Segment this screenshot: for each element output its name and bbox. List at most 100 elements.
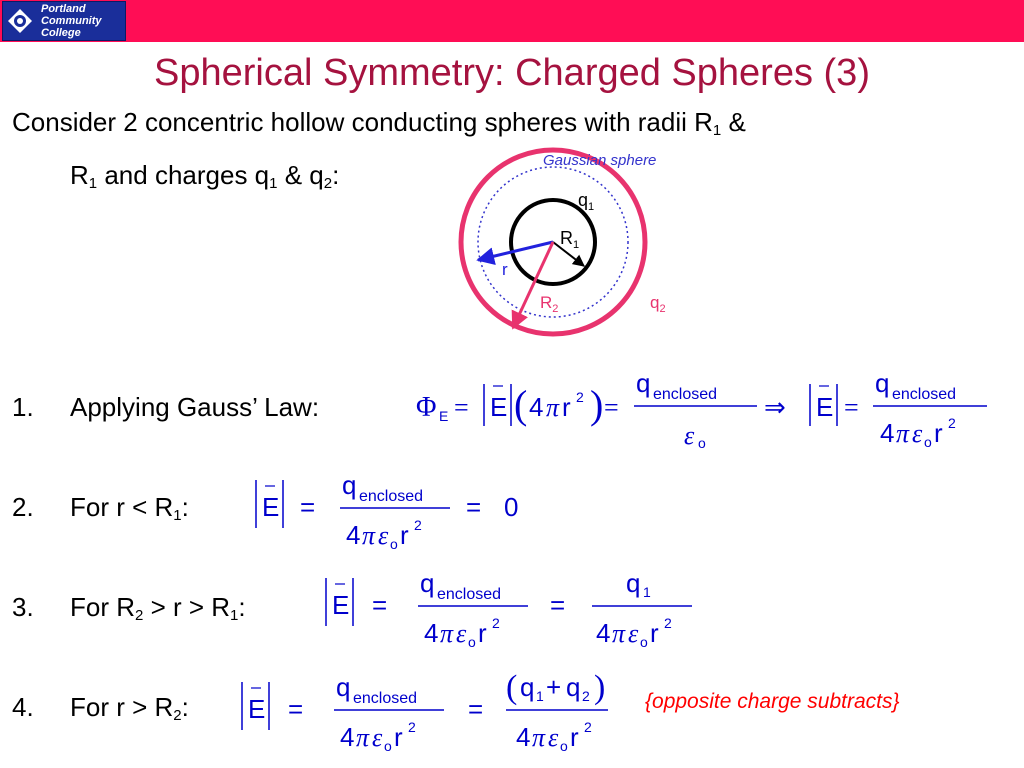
R1-label: R1: [560, 228, 579, 251]
svg-text:enclosed: enclosed: [359, 488, 423, 505]
svg-text:enclosed: enclosed: [353, 690, 417, 707]
svg-text:): ): [590, 382, 603, 427]
svg-text:4: 4: [529, 392, 543, 422]
svg-text:o: o: [468, 634, 476, 650]
svg-text:ε: ε: [628, 619, 639, 648]
q2-label: q2: [650, 293, 666, 315]
equation-outside: E = q enclosed 4 π ε o r 2 = ( q 1 + q 2…: [241, 669, 608, 754]
inner-sphere: [509, 198, 597, 286]
svg-text:q: q: [626, 568, 640, 598]
svg-text:=: =: [372, 590, 387, 620]
svg-text:1: 1: [643, 584, 651, 600]
gaussian-sphere-label: Gaussian sphere: [543, 152, 656, 169]
slide-title: Spherical Symmetry: Charged Spheres (3): [154, 52, 870, 94]
intro-text: Consider 2 concentric hollow conducting …: [12, 107, 746, 192]
college-logo[interactable]: Portland Community College: [2, 1, 126, 41]
svg-text:4: 4: [346, 520, 360, 550]
gaussian-sphere: [477, 166, 629, 318]
svg-text:π: π: [362, 521, 376, 550]
svg-text:E: E: [262, 492, 279, 522]
svg-text:E: E: [332, 590, 349, 620]
svg-text:E: E: [816, 392, 833, 422]
svg-text:r: r: [478, 618, 487, 648]
svg-text:q: q: [566, 672, 580, 702]
svg-text:Φ: Φ: [416, 392, 436, 423]
svg-text:(: (: [506, 669, 517, 706]
svg-text:enclosed: enclosed: [892, 386, 956, 403]
svg-text:4: 4: [880, 418, 894, 448]
svg-text:2: 2: [664, 615, 672, 631]
svg-text:q: q: [342, 470, 356, 500]
item-3: 3.For R2 > r > R1:: [12, 592, 246, 624]
svg-text:4: 4: [340, 722, 354, 752]
equation-between: E = q enclosed 4 π ε o r 2 = q 1 4 π ε o…: [325, 568, 692, 650]
logo-text: Portland Community College: [41, 3, 102, 39]
svg-text:+: +: [546, 672, 561, 702]
svg-text:r: r: [394, 722, 403, 752]
svg-text:=: =: [288, 694, 303, 724]
svg-text:=: =: [468, 694, 483, 724]
svg-text:): ): [594, 669, 605, 706]
svg-text:π: π: [440, 619, 454, 648]
logo-mark-icon: [8, 9, 32, 33]
svg-text:ε: ε: [684, 421, 695, 450]
svg-text:2: 2: [576, 389, 584, 405]
svg-text:1: 1: [536, 688, 544, 704]
svg-text:o: o: [390, 536, 398, 552]
R1-arrow: [552, 241, 585, 267]
svg-text:4: 4: [516, 722, 530, 752]
concentric-spheres-diagram: Gaussian sphere q1 R1 r R2 q2: [458, 147, 666, 337]
svg-text:=: =: [300, 492, 315, 522]
svg-text:r: r: [650, 618, 659, 648]
r-arrow: [476, 240, 554, 265]
opposite-charge-note: {opposite charge subtracts}: [645, 690, 900, 713]
svg-text:r: r: [562, 392, 571, 422]
svg-text:ε: ε: [456, 619, 467, 648]
svg-text:o: o: [560, 738, 568, 754]
svg-text:2: 2: [408, 719, 416, 735]
svg-text:r: r: [934, 418, 943, 448]
svg-text:=: =: [454, 393, 469, 422]
svg-text:0: 0: [504, 492, 518, 522]
svg-text:π: π: [546, 393, 560, 422]
svg-text:2: 2: [584, 719, 592, 735]
svg-text:r: r: [400, 520, 409, 550]
svg-text:ε: ε: [912, 419, 923, 448]
svg-text:E: E: [248, 694, 265, 724]
svg-text:o: o: [384, 738, 392, 754]
svg-text:⇒: ⇒: [764, 393, 786, 422]
svg-text:q: q: [636, 368, 650, 398]
svg-text:E: E: [490, 392, 507, 422]
svg-text:π: π: [356, 723, 370, 752]
svg-text:4: 4: [424, 618, 438, 648]
outer-sphere: [458, 147, 648, 337]
svg-text:=: =: [604, 393, 619, 422]
svg-text:q: q: [420, 568, 434, 598]
svg-text:4: 4: [596, 618, 610, 648]
svg-text:ε: ε: [372, 723, 383, 752]
svg-text:enclosed: enclosed: [653, 386, 717, 403]
r-label: r: [502, 260, 508, 279]
item-2: 2.For r < R1:: [12, 492, 189, 524]
item-4: 4.For r > R2:: [12, 692, 189, 724]
svg-text:=: =: [466, 492, 481, 522]
equation-gauss-law: Φ E = E ( 4 π r 2 ) = q enclosed ε o ⇒ E…: [416, 368, 987, 451]
R2-label: R2: [540, 293, 558, 315]
equation-inside: E = q enclosed 4 π ε o r 2 = 0: [255, 470, 518, 552]
R2-arrow: [511, 241, 555, 330]
svg-text:2: 2: [492, 615, 500, 631]
svg-text:o: o: [924, 434, 932, 450]
header-bar: Portland Community College: [0, 0, 1024, 42]
svg-text:o: o: [698, 435, 706, 451]
svg-text:π: π: [612, 619, 626, 648]
svg-text:q: q: [875, 368, 889, 398]
svg-text:=: =: [844, 393, 859, 422]
svg-text:π: π: [896, 419, 910, 448]
svg-text:(: (: [514, 382, 527, 427]
q1-label: q1: [578, 190, 594, 213]
svg-text:π: π: [532, 723, 546, 752]
svg-text:=: =: [550, 590, 565, 620]
svg-text:2: 2: [582, 688, 590, 704]
svg-text:2: 2: [948, 415, 956, 431]
svg-text:2: 2: [414, 517, 422, 533]
